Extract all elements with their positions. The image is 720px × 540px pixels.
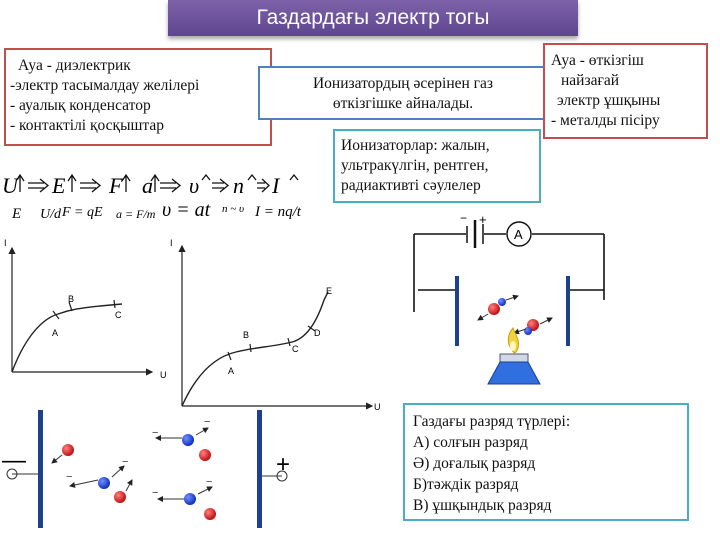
svg-text:−: −: [152, 487, 158, 499]
ionizers-box: Ионизаторлар: жалын, ультракүлгін, рентг…: [333, 129, 541, 203]
graph-right-x-label: U: [374, 402, 381, 412]
gas-discharge-circuit: [413, 233, 605, 312]
graph-right-point-a: A: [228, 366, 234, 376]
formula-symbol: E: [51, 173, 66, 198]
graph-left-point-c: C: [115, 310, 122, 320]
conductor-box: Ауа - өткізгіш найзағай электр ұшқыны - …: [543, 43, 708, 139]
formula-u-over-d: U/d: [40, 207, 62, 222]
conductor-line: Ауа - өткізгіш: [551, 52, 644, 69]
graph-right-y-label: I: [170, 238, 173, 248]
ionizers-line: Ионизаторлар: жалын,: [341, 137, 490, 154]
formula-n: n ~ υ: [222, 203, 244, 215]
formula-a: a = F/m: [116, 207, 156, 221]
ion-drift-diagram: — +: [2, 410, 290, 528]
ionizer-effect-line: Ионизатордың әсерінен газ: [312, 75, 494, 92]
battery-plus: +: [479, 212, 487, 227]
circuit-left-plate: [455, 276, 459, 346]
graph-left-x-label: U: [160, 370, 167, 380]
formula-definitions: E U/d F = qE a = F/m υ = at n ~ υ I = nq…: [11, 199, 302, 222]
formula-symbol: I: [271, 173, 281, 198]
formula-v: υ = at: [162, 199, 211, 221]
ion-particles: [51, 427, 216, 520]
discharge-line: Б)тәждік разряд: [413, 476, 519, 493]
dielectric-line: - ауалық конденсатор: [10, 97, 151, 114]
dielectric-line: - контактілі қосқыштар: [10, 117, 165, 134]
slide-title: Газдардағы электр тогы: [168, 0, 578, 36]
circuit-right-plate: [566, 276, 570, 346]
formula-i: I = nq/t: [254, 204, 302, 220]
graph-right-point-c: C: [292, 344, 299, 354]
discharge-line: Ә) доғалық разряд: [413, 455, 536, 472]
anode-sign: +: [276, 451, 290, 478]
conductor-line: - металды пісіру: [551, 112, 660, 129]
cathode-plate: [38, 410, 43, 528]
discharge-line: Газдағы разряд түрлері:: [413, 413, 571, 430]
graph-right-labels: I U A B C D E: [170, 238, 381, 412]
burner-icon: [487, 353, 541, 385]
svg-text:−: −: [206, 476, 212, 488]
graph-right-point-d: D: [314, 328, 321, 338]
graph-left-labels: I U A B C: [4, 238, 167, 380]
graph-left: [8, 246, 154, 376]
formula-symbol: a: [142, 173, 153, 198]
flame-icon: [507, 327, 519, 354]
graph-right-point-b: B: [243, 330, 249, 340]
circuit-particles: [477, 294, 553, 335]
ionizers-line: ультракүлгін, рентген,: [341, 157, 489, 174]
ionizer-effect-box: Ионизатордың әсерінен газ өткізгішке айн…: [258, 66, 548, 120]
ammeter-label: A: [514, 227, 523, 242]
svg-text:−: −: [204, 416, 210, 428]
svg-text:−: −: [122, 456, 128, 468]
anode-plate: [257, 410, 262, 528]
ammeter-icon: [506, 221, 532, 247]
ionizer-effect-line: өткізгішке айналады.: [332, 95, 474, 112]
formula-symbol: F: [108, 173, 123, 198]
graph-right: [178, 244, 374, 410]
graph-right-point-e: E: [326, 286, 332, 296]
svg-text:−: −: [152, 427, 158, 439]
battery-minus: −: [460, 211, 467, 225]
discharge-types-box: Газдағы разряд түрлері: А) солғын разряд…: [403, 403, 689, 521]
dielectric-line: -электр тасымалдау желілері: [10, 77, 200, 94]
formula-f: F = qE: [61, 205, 103, 220]
graph-left-point-a: A: [52, 328, 58, 338]
graph-left-y-label: I: [4, 238, 7, 248]
formula-chain: U E F a υ n I: [2, 173, 281, 198]
ionizers-line: радиактивті сәулелер: [341, 177, 481, 194]
graph-left-point-b: B: [68, 294, 74, 304]
discharge-line: А) солғын разряд: [413, 434, 528, 451]
formula-symbol: υ: [189, 173, 199, 198]
conductor-line: электр ұшқыны: [557, 92, 661, 109]
ion-charge-signs: − − − − − −: [66, 416, 212, 499]
formula-e: E: [11, 206, 21, 222]
dielectric-box: Ауа - диэлектрик -электр тасымалдау желі…: [4, 48, 272, 146]
slide-title-text: Газдардағы электр тогы: [256, 6, 490, 29]
formula-symbol: U: [2, 173, 20, 198]
formula-symbol: n: [233, 173, 244, 198]
conductor-line: найзағай: [561, 72, 620, 89]
dielectric-line: Ауа - диэлектрик: [18, 57, 131, 74]
battery-icon: [466, 220, 484, 248]
svg-text:−: −: [66, 471, 72, 483]
discharge-line: В) ұшқындық разряд: [413, 497, 552, 514]
formula-arrows: [15, 173, 299, 193]
